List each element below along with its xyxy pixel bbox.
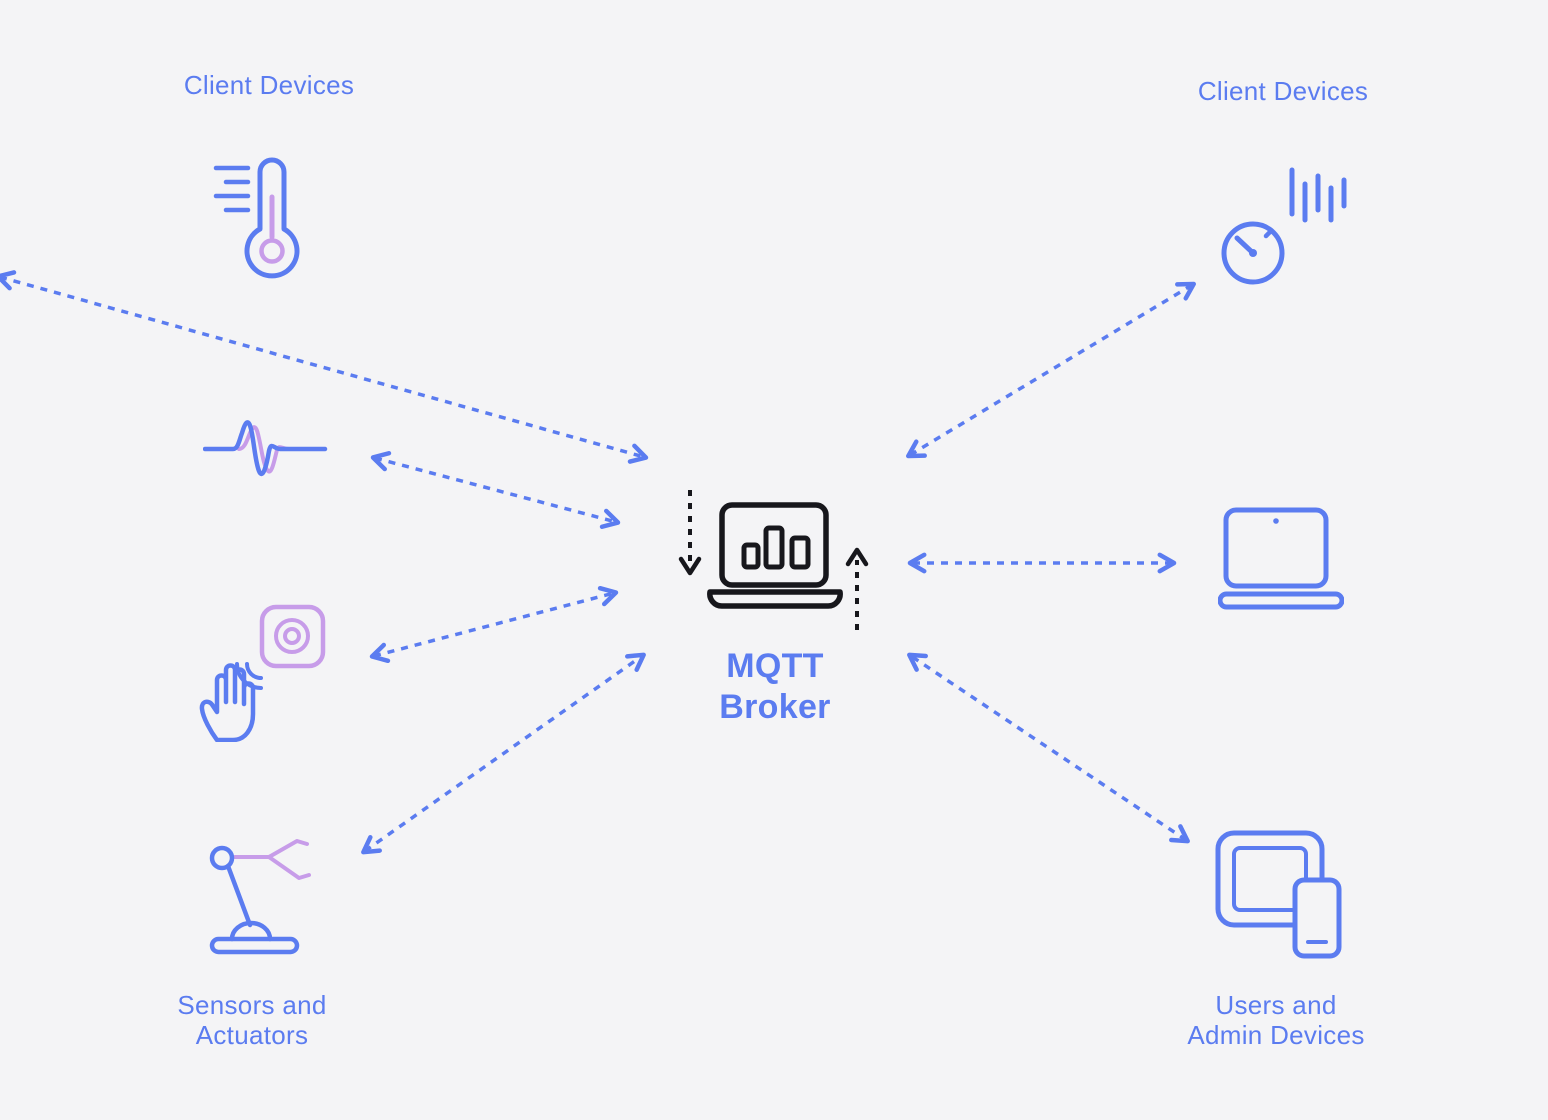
label-text: Client Devices	[183, 70, 355, 100]
mqtt-broker-label: MQTT Broker	[655, 646, 895, 728]
waveform-signal-icon	[203, 405, 328, 487]
label-text-line2: Admin Devices	[1187, 1020, 1365, 1050]
laptop-icon	[1218, 506, 1344, 610]
arrow-waveform-broker	[370, 451, 621, 529]
label-text-line1: Users and	[1215, 990, 1337, 1020]
arrow-tablet-phone-broker	[907, 652, 1190, 844]
dashed-down-arrow-icon	[678, 490, 702, 576]
broker-label-line1: MQTT	[726, 647, 824, 685]
thermometer-icon	[208, 155, 308, 287]
arrow-hand-sensor-broker	[369, 585, 619, 664]
lever-actuator-icon	[203, 838, 323, 960]
gauge-meter-icon	[1218, 162, 1350, 288]
sensors-actuators-label: Sensors and Actuators	[112, 990, 392, 1050]
client-devices-left-label: Client Devices	[149, 70, 389, 100]
users-admin-devices-label: Users and Admin Devices	[1116, 990, 1436, 1050]
label-text-line1: Sensors and	[177, 990, 327, 1020]
arrow-gauge-broker	[906, 281, 1196, 459]
broker-label-line2: Broker	[719, 688, 831, 726]
dashed-up-arrow-icon	[845, 547, 869, 630]
broker-server-chart-icon	[702, 498, 852, 618]
label-text-line2: Actuators	[195, 1020, 309, 1050]
hand-proximity-sensor-icon	[193, 602, 333, 742]
label-text: Client Devices	[1197, 76, 1369, 106]
client-devices-right-label: Client Devices	[1163, 76, 1403, 106]
arrow-lever-actuator-broker	[361, 652, 646, 855]
tablet-and-phone-icon	[1213, 828, 1348, 963]
